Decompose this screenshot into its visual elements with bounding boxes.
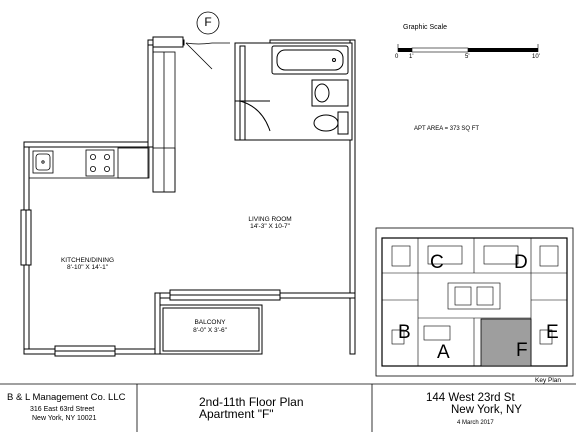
scale-tick-1: 1'	[409, 54, 414, 60]
graphic-scale-bar	[397, 44, 539, 53]
plan-date: 4 March 2017	[457, 420, 494, 426]
kitchen-name: KITCHEN/DINING	[60, 257, 115, 264]
title-block-lines	[0, 383, 576, 432]
key-plan-label: Key Plan	[535, 377, 562, 384]
apartment-title: Apartment "F"	[199, 407, 274, 421]
key-unit-a: A	[437, 342, 450, 363]
company-name: B & L Management Co. LLC	[7, 392, 126, 403]
bathroom	[234, 42, 353, 141]
key-unit-e: E	[546, 322, 559, 343]
scale-tick-0: 0	[395, 54, 399, 60]
apt-area: APT AREA = 373 SQ FT	[414, 126, 480, 132]
door-marker-circle	[196, 11, 220, 35]
scale-tick-10: 10'	[532, 54, 540, 60]
living-room-name: LIVING ROOM	[248, 216, 292, 223]
north-kitchen-wall	[23, 141, 153, 148]
door-marker-label: F	[204, 15, 212, 29]
scale-tick-5: 5'	[465, 54, 470, 60]
east-wall	[349, 39, 356, 355]
company-address-1: 316 East 63rd Street	[30, 406, 95, 413]
key-unit-f: F	[516, 340, 528, 361]
key-plan-drawing	[375, 227, 574, 377]
key-unit-b: B	[398, 322, 411, 343]
key-plan-highlight-f	[480, 318, 532, 367]
plan-title: 2nd-11th Floor Plan	[199, 395, 304, 409]
graphic-scale-title: Graphic Scale	[403, 24, 447, 31]
entry-door-swing	[185, 42, 230, 70]
key-unit-c: C	[430, 252, 444, 273]
corridor-west-wall	[147, 39, 154, 148]
balcony-outline	[159, 304, 263, 355]
living-room-dims: 14'-3" X 10-7"	[250, 223, 290, 230]
city: New York, NY	[451, 404, 522, 416]
balcony-name: BALCONY	[194, 319, 226, 326]
balcony-dims: 8'-0" X 3'-6"	[193, 327, 227, 334]
company-address-2: New York, NY 10021	[32, 415, 97, 422]
kitchen-counter	[28, 146, 150, 179]
balcony-west-wall	[154, 292, 161, 355]
street-address: 144 West 23rd St	[426, 392, 515, 404]
kitchen-dims: 8'-10" X 14'-1"	[66, 264, 109, 271]
key-unit-d: D	[514, 252, 528, 273]
